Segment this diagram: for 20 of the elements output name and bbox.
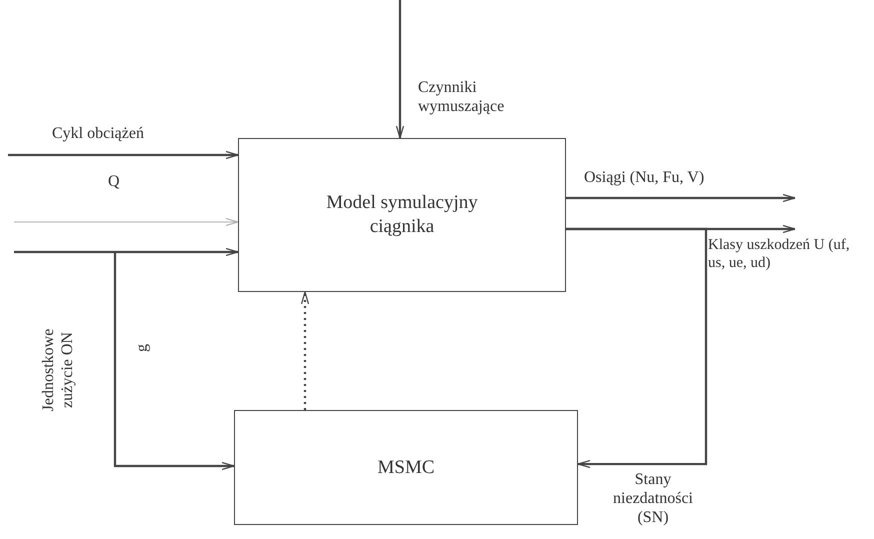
arrow	[566, 228, 708, 468]
edge-label: Jednostkowe zużycie ON	[38, 328, 77, 414]
box-label: MSMC	[377, 456, 435, 480]
edge-label: Stany niezdatności (SN)	[612, 470, 694, 528]
arrow	[300, 291, 310, 410]
edge-label: Osiągi (Nu, Fu, V)	[584, 168, 704, 188]
edge-label: Klasy uszkodzeń U (uf, us, ue, ud)	[708, 236, 851, 272]
arrow	[14, 218, 239, 226]
box-label: Model symulacyjny ciągnika	[325, 191, 479, 239]
arrow	[8, 150, 239, 160]
arrow	[396, 0, 404, 139]
process-box	[238, 138, 566, 292]
process-box	[234, 410, 578, 525]
arrow	[566, 194, 796, 202]
signal-label: g	[132, 344, 152, 352]
arrow	[14, 248, 239, 256]
edge-label: Czynniki wymuszające	[418, 78, 506, 116]
edge-label: Q	[108, 172, 120, 192]
edge-label: Cykl obciążeń	[52, 124, 144, 144]
arrow	[114, 252, 235, 470]
